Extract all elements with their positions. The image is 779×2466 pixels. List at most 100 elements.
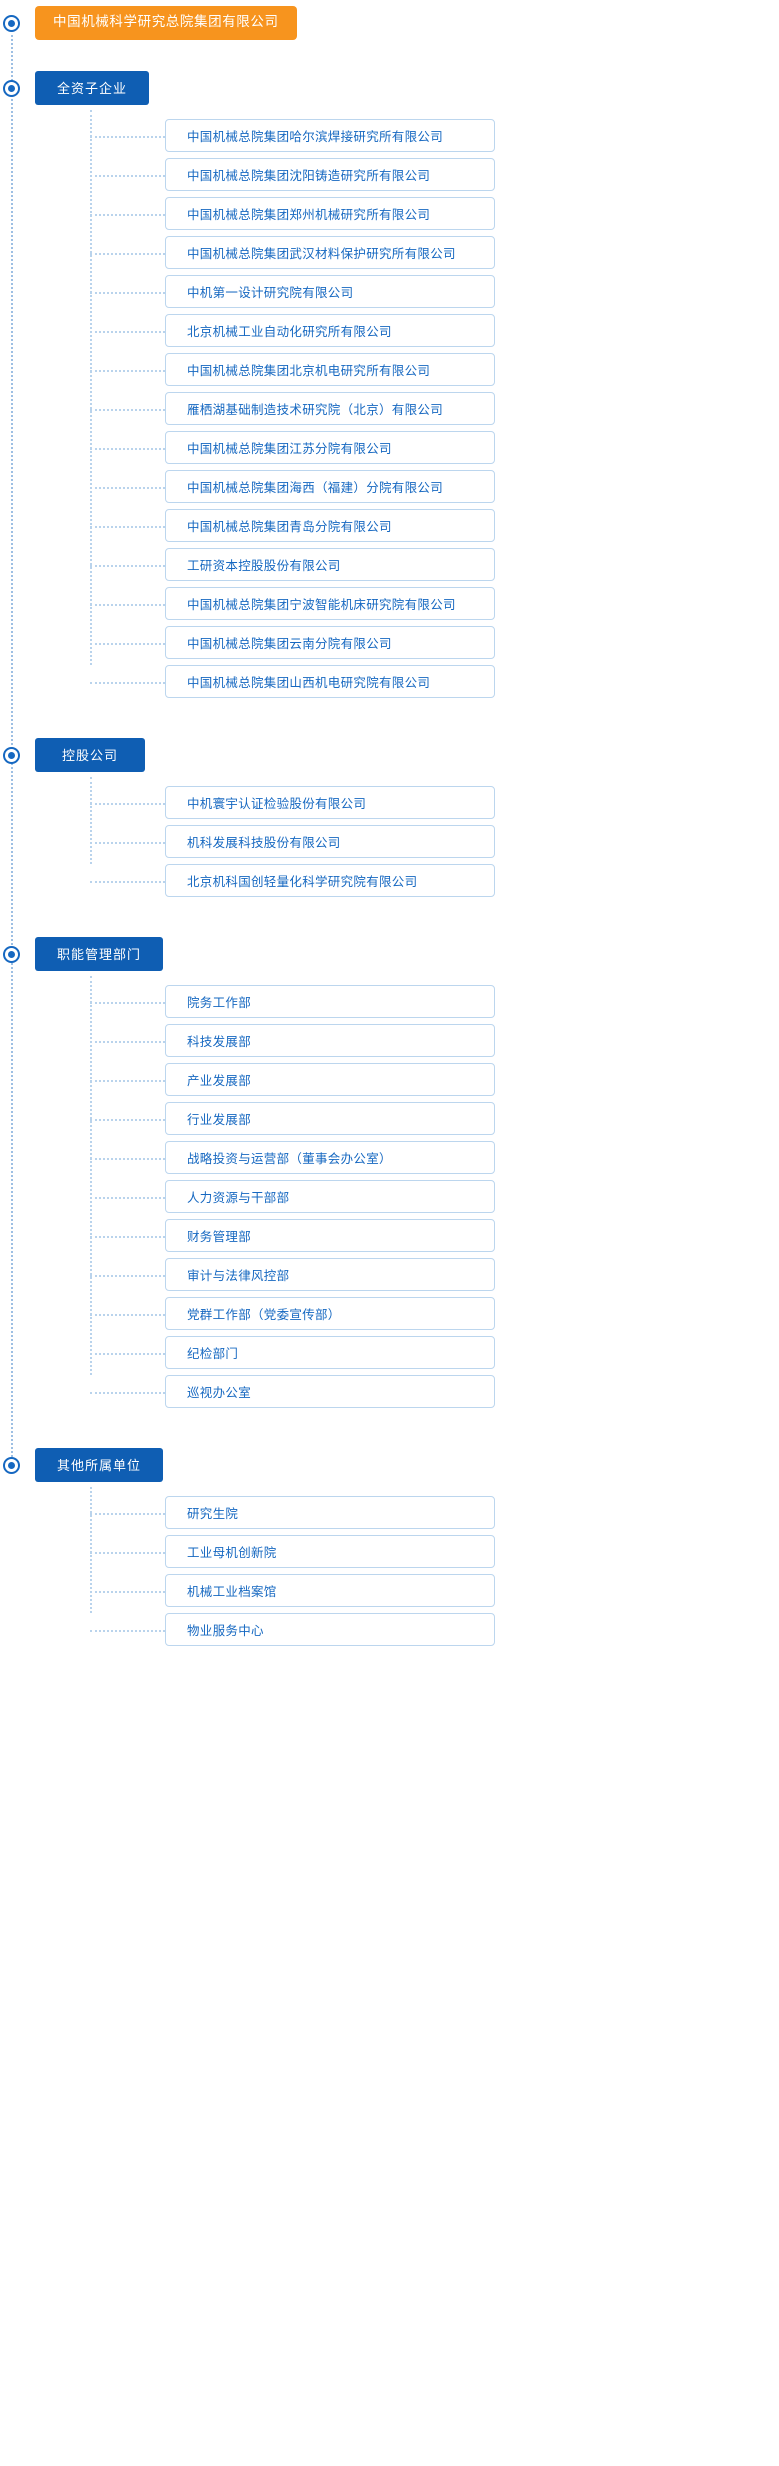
child-row: 人力资源与干部部 (90, 1177, 779, 1216)
child-connector-line (90, 1274, 165, 1277)
child-row: 院务工作部 (90, 982, 779, 1021)
child-node-box[interactable]: 中国机械总院集团哈尔滨焊接研究所有限公司 (165, 119, 495, 152)
child-row: 中国机械总院集团海西（福建）分院有限公司 (90, 467, 779, 506)
child-node-box[interactable]: 中国机械总院集团沈阳铸造研究所有限公司 (165, 158, 495, 191)
child-row: 巡视办公室 (90, 1372, 779, 1411)
child-row: 中国机械总院集团青岛分院有限公司 (90, 506, 779, 545)
org-group: 职能管理部门院务工作部科技发展部产业发展部行业发展部战略投资与运营部（董事会办公… (0, 932, 779, 1411)
child-connector-line (90, 1157, 165, 1160)
child-row: 中国机械总院集团山西机电研究院有限公司 (90, 662, 779, 701)
child-node-box[interactable]: 研究生院 (165, 1496, 495, 1529)
group-header[interactable]: 其他所属单位 (0, 1443, 779, 1487)
root-node[interactable]: 中国机械科学研究总院集团有限公司 (0, 0, 779, 46)
child-row: 工研资本控股股份有限公司 (90, 545, 779, 584)
child-node-box[interactable]: 审计与法律风控部 (165, 1258, 495, 1291)
child-connector-line (90, 408, 165, 411)
org-chart: 中国机械科学研究总院集团有限公司 全资子企业中国机械总院集团哈尔滨焊接研究所有限… (0, 0, 779, 1649)
child-node-box[interactable]: 机械工业档案馆 (165, 1574, 495, 1607)
child-node-box[interactable]: 北京机械工业自动化研究所有限公司 (165, 314, 495, 347)
child-row: 中机第一设计研究院有限公司 (90, 272, 779, 311)
child-row: 雁栖湖基础制造技术研究院（北京）有限公司 (90, 389, 779, 428)
group-header[interactable]: 职能管理部门 (0, 932, 779, 976)
child-row: 机械工业档案馆 (90, 1571, 779, 1610)
child-connector-line (90, 1629, 165, 1632)
child-node-box[interactable]: 科技发展部 (165, 1024, 495, 1057)
child-node-box[interactable]: 中国机械总院集团武汉材料保护研究所有限公司 (165, 236, 495, 269)
child-row: 党群工作部（党委宣传部） (90, 1294, 779, 1333)
child-connector-line (90, 135, 165, 138)
child-connector-line (90, 1551, 165, 1554)
child-row: 研究生院 (90, 1493, 779, 1532)
child-connector-line (90, 252, 165, 255)
child-connector-line (90, 213, 165, 216)
group-header[interactable]: 控股公司 (0, 733, 779, 777)
child-row: 战略投资与运营部（董事会办公室） (90, 1138, 779, 1177)
child-row: 财务管理部 (90, 1216, 779, 1255)
child-row: 工业母机创新院 (90, 1532, 779, 1571)
child-node-box[interactable]: 工业母机创新院 (165, 1535, 495, 1568)
spacer (0, 900, 779, 932)
child-node-box[interactable]: 行业发展部 (165, 1102, 495, 1135)
child-node-box[interactable]: 中机寰宇认证检验股份有限公司 (165, 786, 495, 819)
group-node-dot (3, 746, 20, 764)
child-connector-line (90, 642, 165, 645)
child-node-box[interactable]: 中国机械总院集团云南分院有限公司 (165, 626, 495, 659)
group-badge-label[interactable]: 全资子企业 (35, 71, 150, 105)
child-node-box[interactable]: 党群工作部（党委宣传部） (165, 1297, 495, 1330)
child-row: 北京机科国创轻量化科学研究院有限公司 (90, 861, 779, 900)
child-row: 中国机械总院集团武汉材料保护研究所有限公司 (90, 233, 779, 272)
child-row: 北京机械工业自动化研究所有限公司 (90, 311, 779, 350)
child-node-box[interactable]: 中国机械总院集团宁波智能机床研究院有限公司 (165, 587, 495, 620)
child-connector-line (90, 841, 165, 844)
child-connector-line (90, 330, 165, 333)
child-node-box[interactable]: 北京机科国创轻量化科学研究院有限公司 (165, 864, 495, 897)
child-connector-line (90, 525, 165, 528)
child-spine-line (90, 1487, 92, 1613)
child-node-box[interactable]: 财务管理部 (165, 1219, 495, 1252)
child-node-box[interactable]: 中国机械总院集团江苏分院有限公司 (165, 431, 495, 464)
child-node-box[interactable]: 雁栖湖基础制造技术研究院（北京）有限公司 (165, 392, 495, 425)
child-connector-line (90, 1352, 165, 1355)
child-node-box[interactable]: 院务工作部 (165, 985, 495, 1018)
child-connector-line (90, 1590, 165, 1593)
child-node-box[interactable]: 中国机械总院集团山西机电研究院有限公司 (165, 665, 495, 698)
child-node-box[interactable]: 工研资本控股股份有限公司 (165, 548, 495, 581)
child-node-box[interactable]: 中国机械总院集团海西（福建）分院有限公司 (165, 470, 495, 503)
child-node-box[interactable]: 巡视办公室 (165, 1375, 495, 1408)
child-node-box[interactable]: 中国机械总院集团郑州机械研究所有限公司 (165, 197, 495, 230)
group-badge-label[interactable]: 控股公司 (35, 738, 145, 772)
child-node-box[interactable]: 中机第一设计研究院有限公司 (165, 275, 495, 308)
group-badge-label[interactable]: 职能管理部门 (35, 937, 164, 971)
group-badge-label[interactable]: 其他所属单位 (35, 1448, 164, 1482)
child-connector-line (90, 1512, 165, 1515)
child-row: 中国机械总院集团江苏分院有限公司 (90, 428, 779, 467)
root-node-label[interactable]: 中国机械科学研究总院集团有限公司 (35, 6, 297, 40)
child-connector-line (90, 1079, 165, 1082)
child-spine-line (90, 110, 92, 665)
child-node-box[interactable]: 物业服务中心 (165, 1613, 495, 1646)
org-group: 全资子企业中国机械总院集团哈尔滨焊接研究所有限公司中国机械总院集团沈阳铸造研究所… (0, 66, 779, 701)
group-children: 研究生院工业母机创新院机械工业档案馆物业服务中心 (0, 1487, 779, 1649)
child-row: 物业服务中心 (90, 1610, 779, 1649)
child-node-box[interactable]: 中国机械总院集团青岛分院有限公司 (165, 509, 495, 542)
child-row: 机科发展科技股份有限公司 (90, 822, 779, 861)
child-connector-line (90, 369, 165, 372)
child-node-box[interactable]: 纪检部门 (165, 1336, 495, 1369)
child-node-box[interactable]: 产业发展部 (165, 1063, 495, 1096)
child-node-box[interactable]: 机科发展科技股份有限公司 (165, 825, 495, 858)
child-connector-line (90, 1391, 165, 1394)
child-row: 科技发展部 (90, 1021, 779, 1060)
child-connector-line (90, 1196, 165, 1199)
child-row: 纪检部门 (90, 1333, 779, 1372)
child-node-box[interactable]: 人力资源与干部部 (165, 1180, 495, 1213)
group-header[interactable]: 全资子企业 (0, 66, 779, 110)
child-row: 中国机械总院集团郑州机械研究所有限公司 (90, 194, 779, 233)
child-connector-line (90, 1040, 165, 1043)
child-row: 中国机械总院集团宁波智能机床研究院有限公司 (90, 584, 779, 623)
group-node-dot (3, 945, 20, 963)
child-connector-line (90, 880, 165, 883)
child-node-box[interactable]: 中国机械总院集团北京机电研究所有限公司 (165, 353, 495, 386)
child-connector-line (90, 174, 165, 177)
child-connector-line (90, 1235, 165, 1238)
child-node-box[interactable]: 战略投资与运营部（董事会办公室） (165, 1141, 495, 1174)
